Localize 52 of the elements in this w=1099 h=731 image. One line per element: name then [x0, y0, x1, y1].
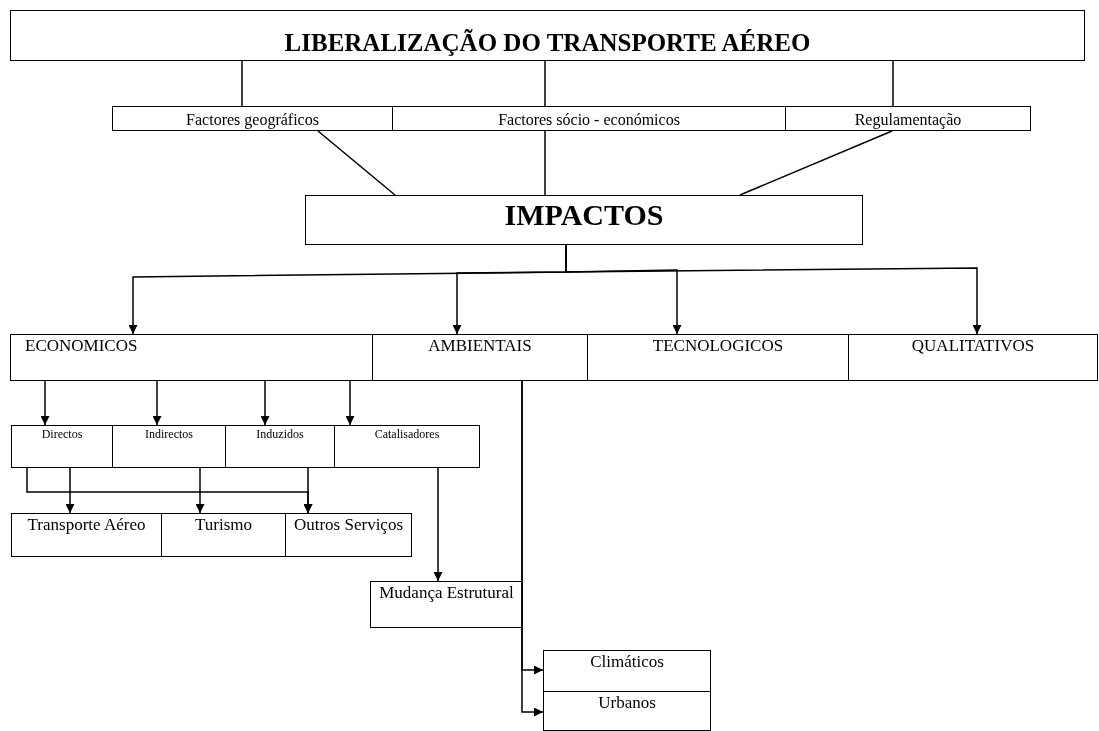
- box-label: IMPACTOS: [504, 198, 664, 231]
- box-label: Factores sócio - económicos: [498, 110, 680, 129]
- process-box: [225, 425, 335, 468]
- process-box: [11, 513, 162, 557]
- box-label: Factores geográficos: [186, 110, 319, 129]
- process-box: [112, 425, 226, 468]
- box-label: Outros Serviços: [293, 516, 404, 535]
- process-box: [305, 195, 863, 245]
- process-box: [372, 334, 588, 381]
- connector-line: [544, 130, 546, 196]
- process-box: [392, 106, 786, 131]
- box-label: TECNOLOGICOS: [652, 337, 784, 356]
- process-box: [370, 581, 523, 628]
- arrow: [433, 467, 443, 582]
- box-label: AMBIENTAIS: [428, 337, 532, 356]
- box-label: Directos: [41, 428, 83, 442]
- box-label: Urbanos: [598, 694, 656, 713]
- box-label: Indirectos: [145, 428, 193, 442]
- arrow: [40, 380, 50, 426]
- box-label: ECONOMICOS: [25, 337, 138, 356]
- box-label: Mudança Estrutural: [379, 584, 514, 603]
- process-box: [334, 425, 480, 468]
- box-label: QUALITATIVOS: [911, 337, 1035, 356]
- box-label: Regulamentação: [854, 110, 962, 129]
- process-box: [785, 106, 1031, 131]
- connector-line: [544, 60, 546, 107]
- box-label: Catalisadores: [374, 428, 440, 442]
- process-box: [112, 106, 393, 131]
- process-box: [161, 513, 286, 557]
- process-box: [543, 650, 711, 692]
- arrow: [65, 467, 75, 514]
- box-label: Induzidos: [256, 428, 304, 442]
- connector-line: [892, 60, 894, 107]
- process-box: [10, 10, 1085, 61]
- box-label: LIBERALIZAÇÃO DO TRANSPORTE AÉREO: [284, 28, 811, 56]
- arrow: [26, 467, 313, 514]
- arrow: [152, 380, 162, 426]
- arrow: [345, 380, 355, 426]
- arrow: [195, 467, 205, 514]
- process-box: [587, 334, 849, 381]
- process-box: [285, 513, 412, 557]
- process-box: [10, 334, 373, 381]
- connector-line: [317, 130, 396, 196]
- arrow: [260, 380, 270, 426]
- connector-line: [241, 60, 243, 107]
- connector-line: [739, 130, 893, 196]
- box-label: Turismo: [195, 516, 252, 535]
- process-box: [543, 691, 711, 731]
- process-box: [848, 334, 1098, 381]
- box-label: Climáticos: [590, 653, 664, 672]
- process-box: [11, 425, 113, 468]
- box-label: Transporte Aéreo: [27, 516, 146, 535]
